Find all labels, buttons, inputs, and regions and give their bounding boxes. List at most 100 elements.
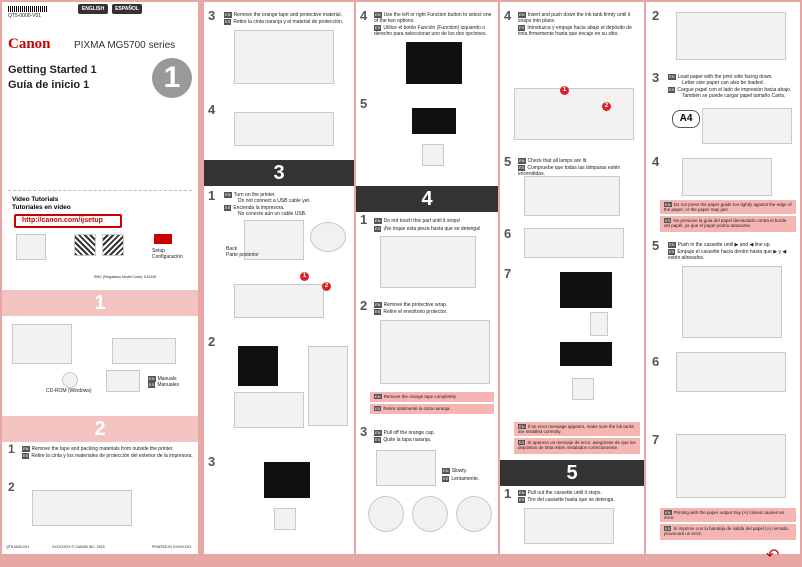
col5-remove-cover-illustration (676, 12, 786, 60)
footer-printed: PRINTED IN XXXXXXXX (152, 545, 192, 549)
col4-step-4-number: 4 (504, 8, 512, 23)
url-box[interactable]: http://canon.com/ijsetup (14, 214, 122, 228)
col2-no-usb-illustration (310, 222, 346, 252)
cd-rom-illustration (62, 372, 78, 388)
section-5-header: 5 (500, 460, 644, 486)
col3-ink-tank-wrap-illustration (380, 320, 490, 384)
col5-step-4-number: 4 (652, 154, 660, 169)
box-contents-illustration (12, 324, 72, 364)
col2-step-4-number: 4 (208, 102, 216, 117)
col3-s4-step-1-number: 1 (360, 212, 368, 227)
video-title-es: Tutoriales en vídeo (12, 204, 71, 211)
col3-do-not-twist-illustration (368, 496, 404, 532)
col3-do-not-touch-illustration (456, 496, 492, 532)
section-4-header: 4 (356, 186, 498, 212)
col5-step-5-number: 5 (652, 238, 660, 253)
lang-tab-english[interactable]: ENGLISH (78, 4, 108, 14)
col5-paper-guide-illustration (682, 158, 772, 196)
title-en: Getting Started 1 (8, 64, 97, 76)
col4-step-7-number: 7 (504, 266, 512, 281)
col3-step-4-number: 4 (360, 8, 368, 23)
col4-lamps-illustration (524, 176, 620, 216)
col4-s5-step-1-number: 1 (504, 486, 512, 501)
sec2-step-2-number: 2 (8, 480, 15, 494)
lang-tab-spanish[interactable]: ESPAÑOL (112, 4, 142, 14)
setup-icon (154, 234, 172, 244)
qr-code (74, 234, 96, 256)
col2-power-cord-illustration (234, 284, 324, 318)
col5-step-3-es-note: También se puede cargar papel tamaño Car… (682, 93, 786, 99)
col5-load-paper-illustration (702, 108, 792, 144)
col3-confirm-screen (412, 108, 456, 134)
barcode (8, 6, 48, 12)
col3-pull-cap-illustration (376, 450, 436, 486)
col4-step-5-number: 5 (504, 154, 512, 169)
col3-s4-step-2-number: 2 (360, 298, 368, 313)
col2-s3-step-2-number: 2 (208, 334, 216, 349)
setup-label-en: Setup (152, 248, 166, 254)
col2-s3-step-1-number: 1 (208, 188, 216, 203)
section-2-header: 2 (2, 416, 198, 442)
barcode-number: QT5-0000-V01 (8, 13, 42, 19)
cover-panel: QT5-0000-V01 ENGLISH ESPAÑOL Canon PIXMA… (2, 2, 198, 292)
title-es: Guía de inicio 1 (8, 79, 90, 91)
col5-extend-tray-illustration (676, 352, 786, 392)
sec2-step-1-number: 1 (8, 442, 15, 456)
col4-close-cover-illustration (524, 228, 624, 258)
section-3-header: 3 (204, 160, 354, 186)
url-text: http://canon.com/ijsetup (22, 217, 103, 224)
col3-step-5-number: 5 (360, 96, 368, 111)
rmc-code: RMC (Regulatory Model Code): K10435 (94, 275, 157, 279)
turn-page-arrow-icon[interactable]: ↶ (766, 547, 780, 564)
col2-step-3-number: 3 (208, 8, 216, 23)
col2-callout-1: 1 (300, 272, 309, 281)
model-name: PIXMA MG5700 series (74, 40, 176, 51)
col2-callout-2: 2 (322, 282, 331, 291)
col2-s3-step-3-number: 3 (208, 454, 216, 469)
col5-step-6-number: 6 (652, 354, 660, 369)
col2-remove-tape-illustration (234, 30, 334, 84)
col2-button-panel-illustration (308, 346, 348, 426)
printer-illustration (16, 234, 46, 260)
col3-do-not-press-illustration (412, 496, 448, 532)
col3-s4-step-1-es: ES¡No toque esta pieza hasta que se dete… (374, 226, 481, 232)
col2-language-screen (238, 346, 278, 386)
manuals-illustration (106, 370, 140, 392)
col4-ok-button-illustration (572, 378, 594, 400)
col4-hourglass-icon (590, 312, 608, 336)
sec2-printer-illustration (32, 490, 132, 526)
col2-ok-button-illustration (274, 508, 296, 530)
footer-copyright: XXXXXXXX © CANON INC. 2015 (52, 545, 105, 549)
col3-option-screen (406, 42, 462, 84)
col4-cassette-illustration (524, 508, 614, 544)
col5-step-7-number: 7 (652, 432, 660, 447)
col2-ok-screen (264, 462, 310, 498)
col3-open-printer-illustration (380, 236, 476, 288)
